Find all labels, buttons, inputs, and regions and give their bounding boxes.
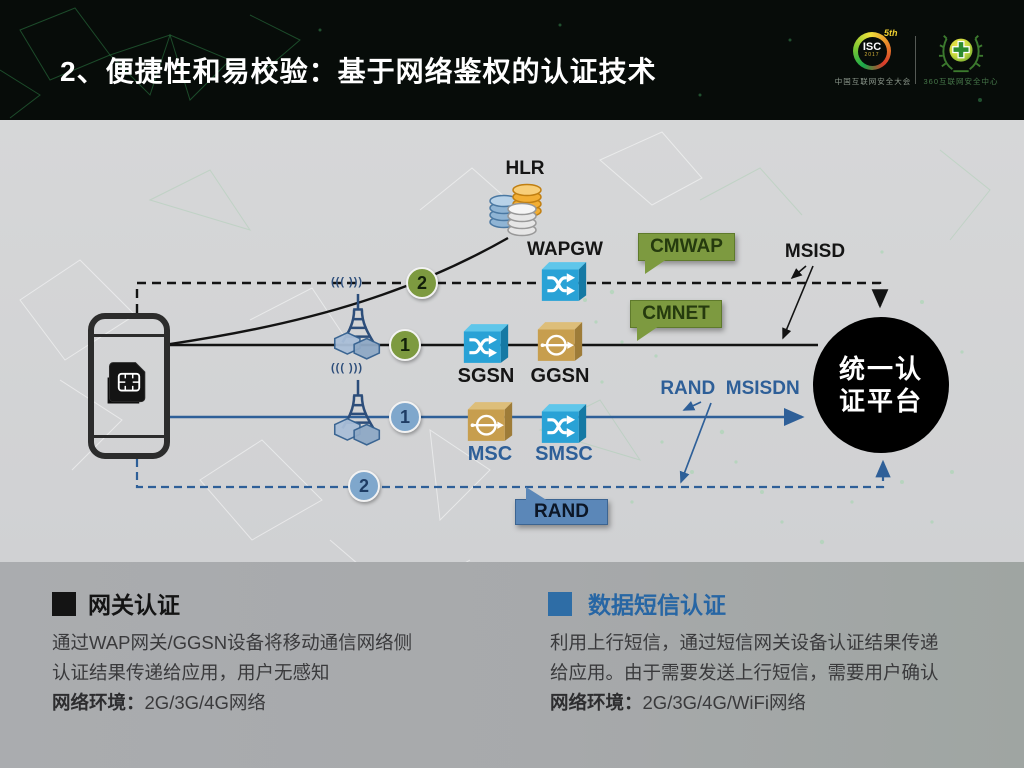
switch-icon — [541, 404, 587, 443]
callout-tail — [526, 487, 548, 501]
database-icon — [489, 183, 542, 237]
gateway-section-bullet — [52, 592, 76, 616]
callout-rand: RAND — [515, 487, 608, 525]
rand-label: RAND — [534, 501, 589, 522]
radio-tower-icon — [333, 293, 381, 360]
isc-caption: 中国互联网安全大会 — [834, 77, 912, 86]
360-security-logo — [938, 35, 984, 73]
ggsn-label: GGSN — [530, 365, 590, 387]
gateway-section-body: 通过WAP网关/GGSN设备将移动通信网络侧 认证结果传递给应用，用户无感知 网… — [52, 628, 412, 718]
sms-env-value: 2G/3G/4G/WiFi网络 — [642, 692, 806, 713]
callout-tail — [637, 326, 659, 341]
msisd-label: MSISD — [784, 241, 846, 262]
isc-5th-badge: 5th — [884, 28, 898, 38]
sms-body-line1: 利用上行短信，通过短信网关设备认证结果传递 — [550, 632, 939, 653]
gateway-body-line1: 通过WAP网关/GGSN设备将移动通信网络侧 — [52, 632, 413, 653]
sgsn-label: SGSN — [457, 365, 515, 387]
footer-band — [0, 562, 1024, 768]
platform-label-line2: 证平台 — [838, 386, 923, 416]
gateway-section-title: 网关认证 — [88, 592, 180, 618]
callout-cmnet: CMNET — [630, 300, 722, 341]
isc-logo-year: 2017 — [864, 51, 880, 58]
radio-wave-glyph: ((( ))) — [331, 276, 364, 288]
sim-card-icon — [107, 362, 146, 404]
gateway-body-line3: 网络环境：2G/3G/4G网络 — [52, 688, 412, 718]
cmwap-label: CMWAP — [650, 236, 723, 257]
isc-conference-logo: ISC 2017 — [853, 32, 891, 70]
sms-section-bullet — [548, 592, 572, 616]
sms-env-label: 网络环境： — [550, 692, 643, 713]
router-icon — [537, 322, 583, 361]
smsc-label: SMSC — [535, 443, 593, 465]
step-marker-sms-2: 2 — [348, 470, 380, 502]
router-icon — [467, 402, 513, 441]
gateway-body-line2: 认证结果传递给应用，用户无感知 — [52, 662, 330, 683]
logo-divider — [915, 36, 916, 84]
step-marker-gateway-1: 1 — [389, 329, 421, 361]
msc-label: MSC — [467, 443, 513, 465]
switch-icon — [463, 324, 509, 363]
wapgw-label: WAPGW — [527, 239, 603, 260]
step-marker-gateway-2: 2 — [406, 267, 438, 299]
hlr-label: HLR — [505, 158, 545, 179]
sms-body-line2: 给应用。由于需要发送上行短信，需要用户确认 — [550, 662, 939, 683]
slide-header: 2、便捷性和易校验：基于网络鉴权的认证技术 ISC 2017 5th 中国互联网… — [0, 0, 1024, 120]
switch-icon — [541, 262, 587, 301]
smartphone-icon — [88, 313, 170, 459]
page-title: 2、便捷性和易校验：基于网络鉴权的认证技术 — [60, 56, 657, 87]
callout-cmwap: CMWAP — [638, 233, 735, 274]
step-marker-sms-1: 1 — [389, 401, 421, 433]
sms-section-body: 利用上行短信，通过短信网关设备认证结果传递 给应用。由于需要发送上行短信，需要用… — [550, 628, 939, 718]
sms-body-line3: 网络环境：2G/3G/4G/WiFi网络 — [550, 688, 939, 718]
rand-msisdn-label: RAND MSISDN — [660, 378, 800, 399]
isc-logo-text: ISC — [862, 40, 882, 53]
unified-auth-platform-node: 统一认 证平台 — [813, 317, 949, 453]
callout-tail — [645, 259, 667, 274]
radio-wave-glyph: ((( ))) — [331, 362, 364, 374]
sms-section-title: 数据短信认证 — [588, 592, 726, 618]
radio-tower-icon — [333, 379, 381, 446]
cmnet-label: CMNET — [642, 303, 710, 324]
gateway-env-label: 网络环境： — [52, 692, 145, 713]
platform-label-line1: 统一认 — [838, 354, 923, 384]
gateway-env-value: 2G/3G/4G网络 — [144, 692, 266, 713]
360-caption: 360互联网安全中心 — [923, 77, 999, 86]
